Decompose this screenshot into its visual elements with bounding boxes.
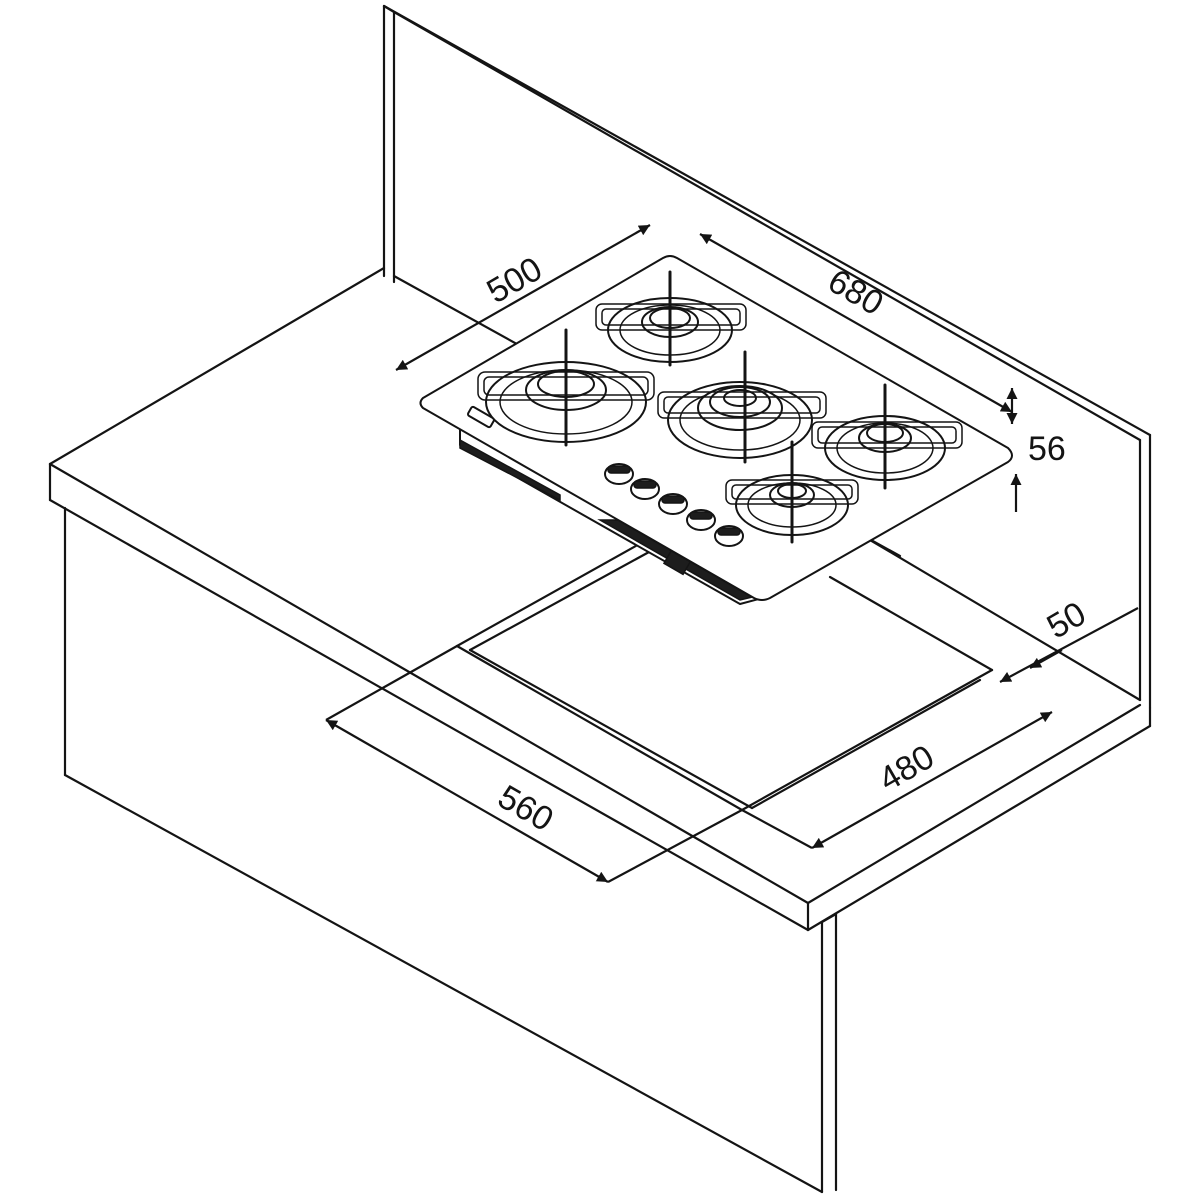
- label-560: 560: [491, 778, 559, 839]
- label-680: 680: [821, 262, 889, 323]
- control-knobs: [604, 463, 744, 547]
- knob-3: [658, 493, 688, 515]
- dim-line-500: [395, 224, 651, 371]
- burner-front-right: [725, 440, 859, 544]
- burner-right: [811, 383, 963, 490]
- label-50: 50: [1041, 595, 1093, 647]
- dim-ext-480: [741, 809, 813, 849]
- burner-front-left: [477, 328, 655, 447]
- knob-4: [686, 509, 716, 531]
- dim-line-50-a: [999, 607, 1139, 683]
- dim-line-680: [699, 233, 1013, 413]
- cabinet: [63, 506, 838, 1194]
- dim-ext-560-b: [607, 809, 743, 883]
- dim-ext-560: [325, 645, 458, 721]
- label-480: 480: [872, 738, 940, 799]
- dimension-lines: [325, 224, 1139, 883]
- knob-1: [604, 463, 634, 485]
- back-wall: [382, 4, 1152, 710]
- dim-line-480: [811, 711, 1053, 849]
- knob-2: [630, 478, 660, 500]
- label-500: 500: [480, 250, 548, 311]
- label-56: 56: [1028, 430, 1066, 468]
- knob-5: [714, 525, 744, 547]
- dim-line-50-b: [1029, 649, 1063, 669]
- dim-line-560: [325, 719, 609, 883]
